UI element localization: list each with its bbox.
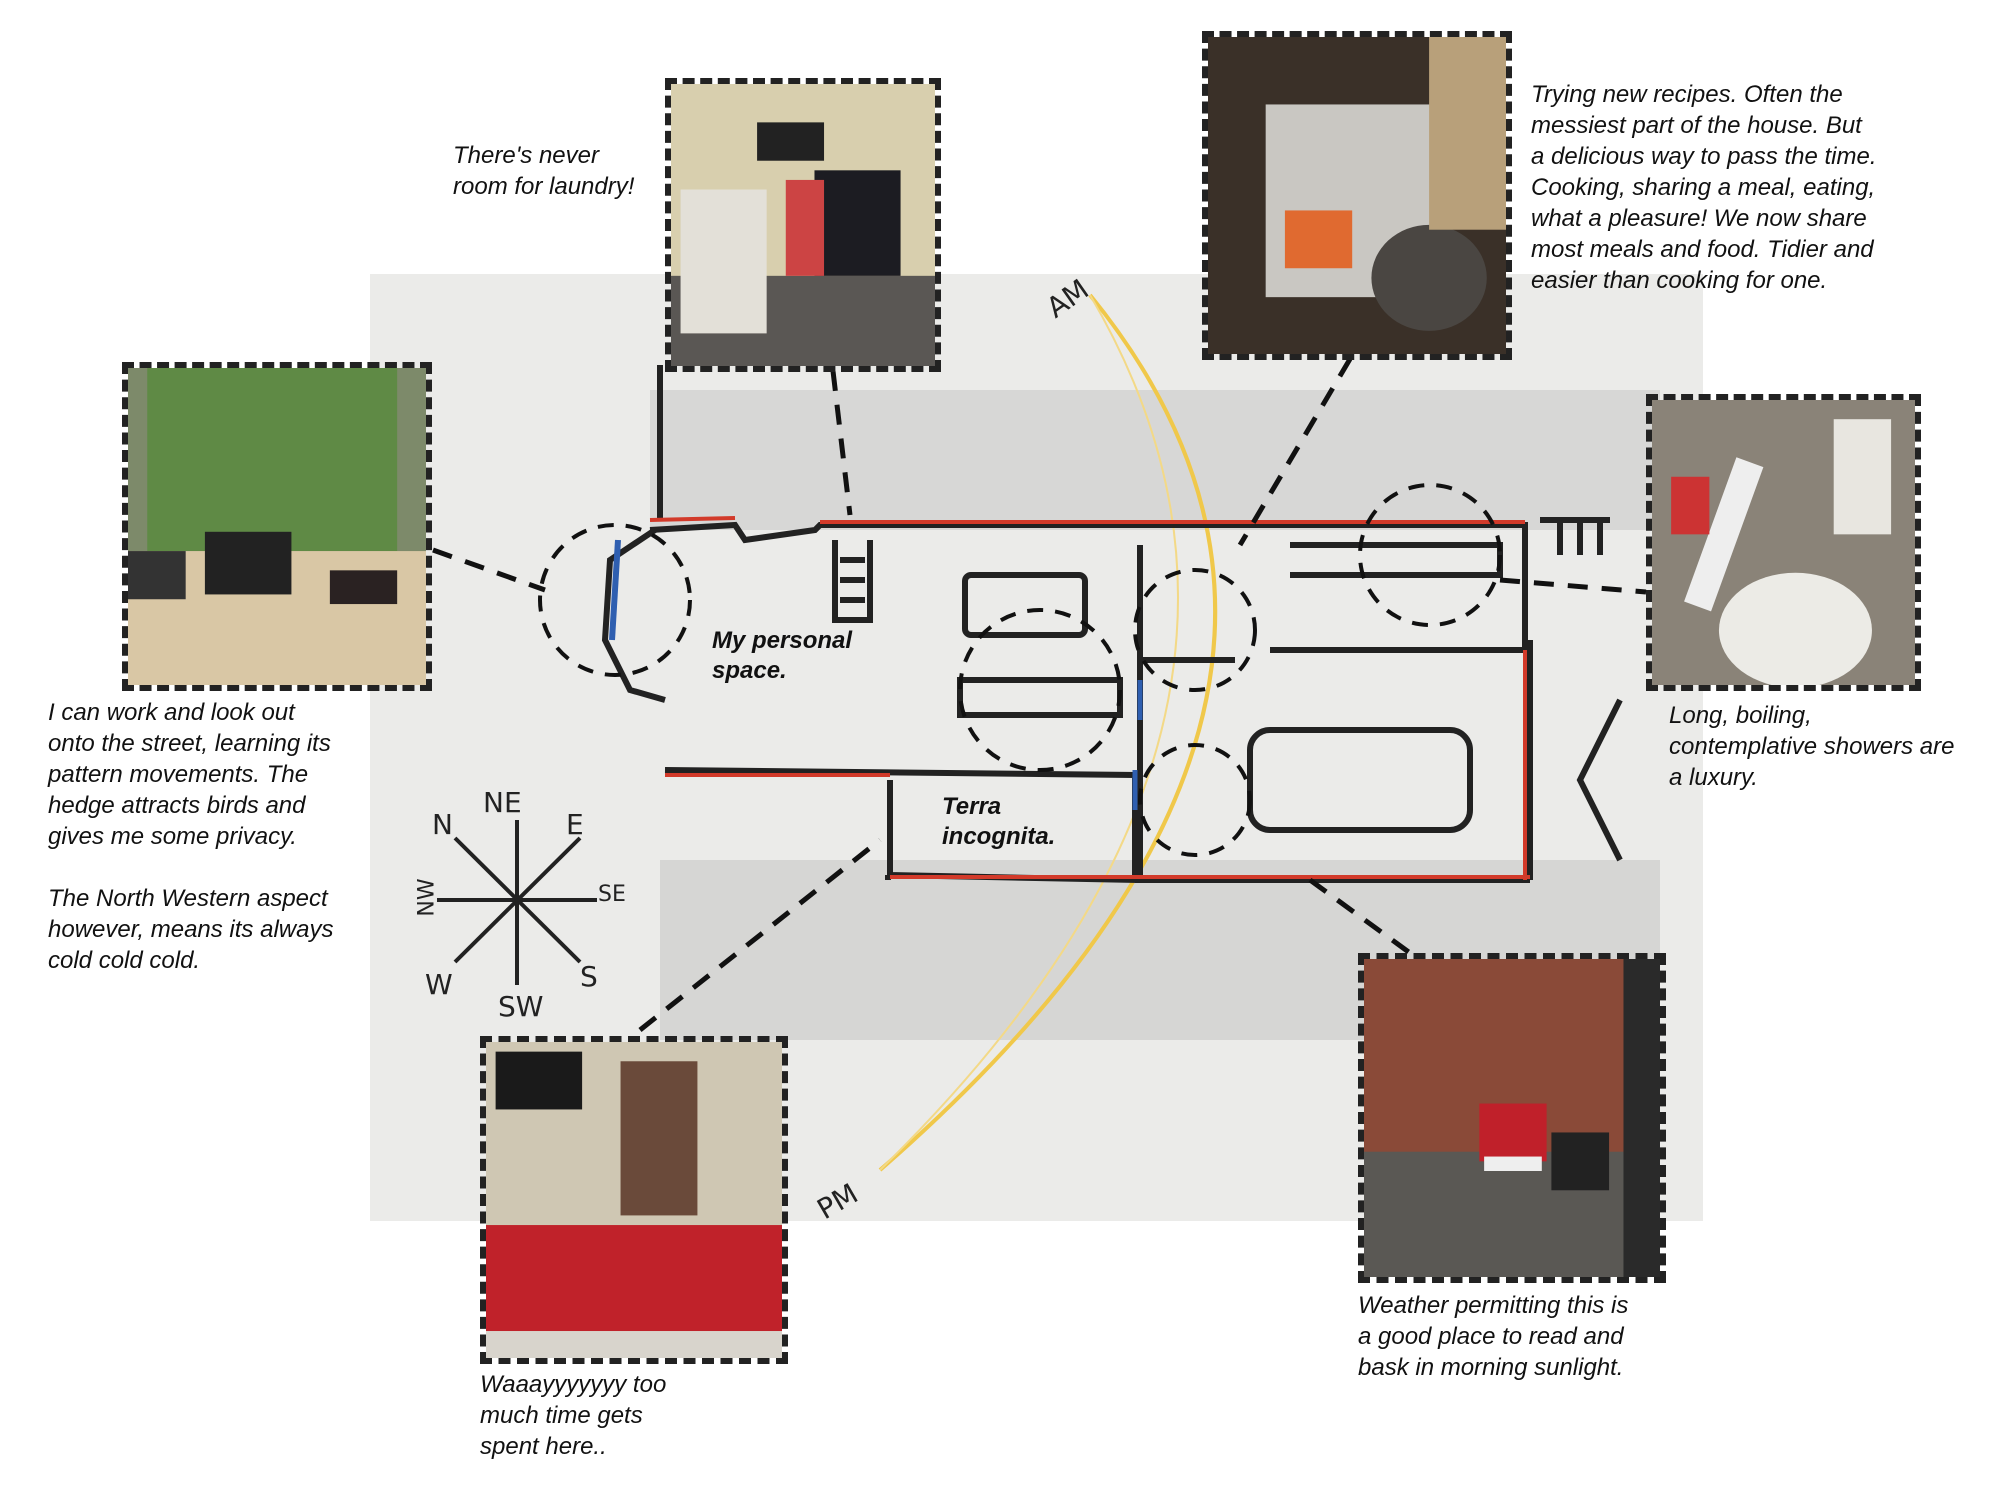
office-caption: I can work and look out onto the street,…	[48, 699, 334, 974]
personal-space-label: My personal space.	[712, 627, 853, 684]
compass-rose	[437, 820, 597, 985]
compass-se: SE	[598, 882, 626, 907]
living-room-caption: Waaayyyyyyy too much time gets spent her…	[480, 1371, 667, 1460]
backyard-caption: Weather permitting this is a good place …	[1358, 1292, 1629, 1381]
compass-sw: SW	[498, 990, 544, 1023]
bathroom-caption: Long, boiling, contemplative showers are…	[1669, 702, 1955, 791]
sun-path-arc	[878, 293, 1218, 1172]
compass-ne: NE	[483, 786, 522, 819]
kitchen-caption: Trying new recipes. Often the messiest p…	[1531, 81, 1877, 294]
kitchen-photo	[1202, 31, 1512, 360]
focus-circles	[538, 483, 1502, 857]
laundry-caption: There's never room for laundry!	[453, 142, 635, 200]
compass-nw: NW	[414, 878, 440, 917]
compass-n: N	[432, 808, 453, 841]
bathroom-photo	[1646, 394, 1921, 691]
backyard-photo	[1358, 953, 1666, 1283]
laundry-photo	[665, 78, 941, 372]
terra-incognita-label: Terra incognita.	[942, 793, 1056, 850]
connector-lines	[432, 357, 1647, 1032]
compass-e: E	[566, 808, 584, 841]
living-room-photo	[480, 1036, 788, 1364]
office-photo	[122, 362, 432, 691]
compass-s: S	[580, 960, 598, 993]
red-wall-outline	[649, 516, 1530, 880]
compass-w: W	[425, 968, 453, 1001]
